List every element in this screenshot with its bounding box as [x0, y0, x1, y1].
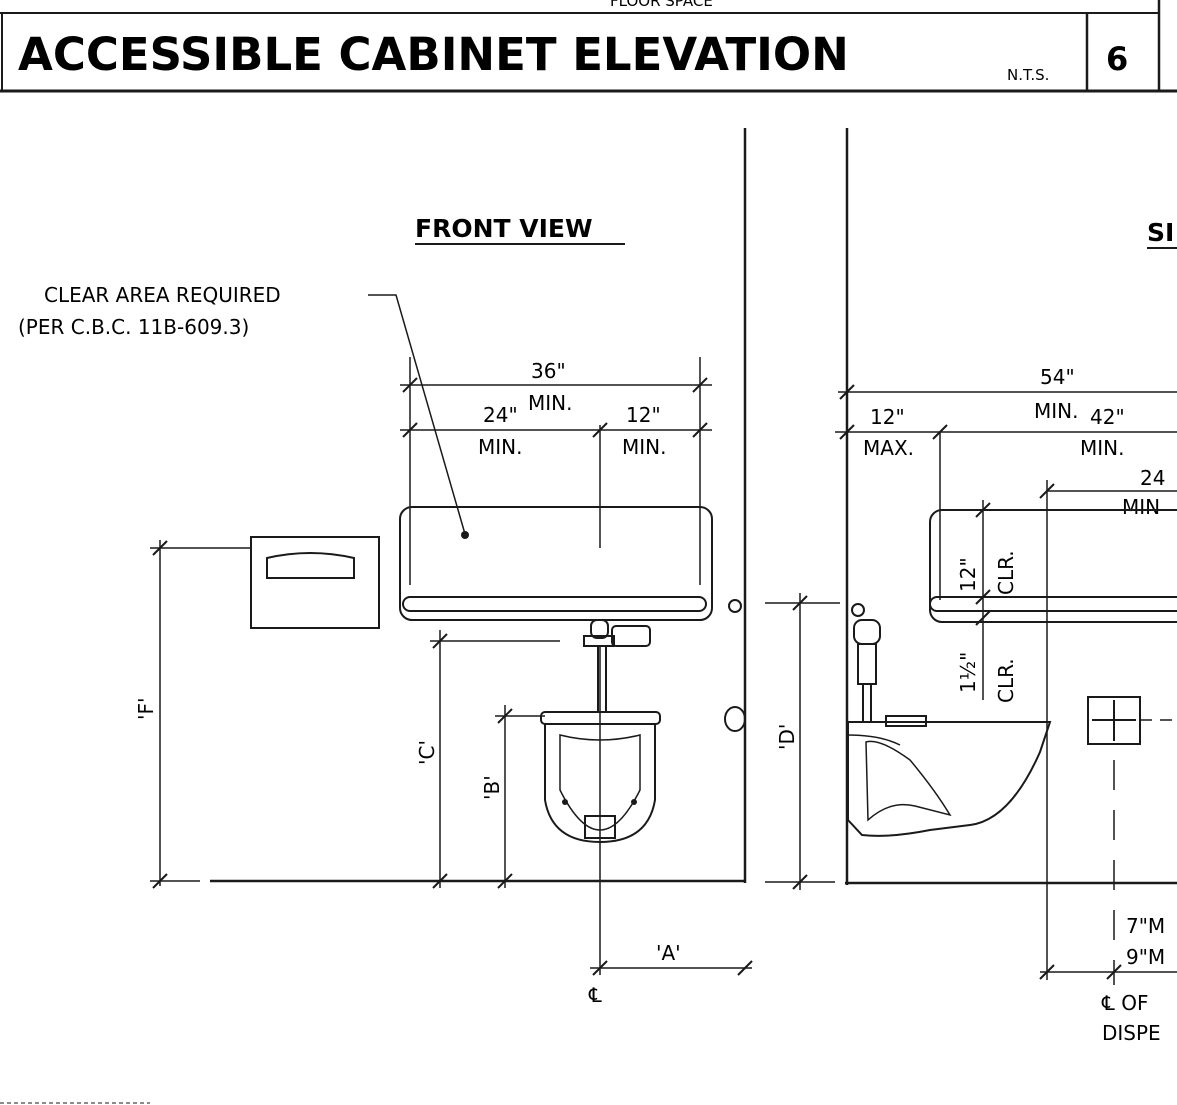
dim-tick — [402, 377, 418, 393]
clr-note-1: CLR. — [994, 550, 1018, 595]
dim-tick — [792, 874, 808, 890]
dim-tick — [975, 502, 991, 518]
label-d: 'D' — [775, 724, 799, 750]
dim-12-note: MIN. — [622, 435, 666, 459]
dim-24-note: MIN. — [478, 435, 522, 459]
dim-36-note: MIN. — [528, 391, 572, 415]
dim-tick — [592, 422, 608, 438]
seat-cover-dispenser — [250, 536, 380, 629]
top-fragment-text: FLOOR SPACE — [610, 0, 713, 10]
dim-tick — [152, 873, 168, 889]
dim-24-text: 24" — [483, 403, 518, 427]
front-view: FRONT VIEW CLEAR AREA REQUIRED (PER C.B.… — [18, 128, 753, 1007]
dim-9-text: 9"M — [1126, 945, 1165, 969]
front-view-heading: FRONT VIEW — [415, 214, 593, 243]
dim-tick — [432, 873, 448, 889]
side-view: SI 'D' 54" MIN. 12" MAX. 42" MIN. 24 MIN — [765, 128, 1177, 1045]
dim-1half-text: 1½" — [956, 652, 980, 693]
side-clear-area-box — [929, 509, 1177, 623]
scale-note: N.T.S. — [1007, 66, 1049, 84]
dim-tick — [692, 377, 708, 393]
dim-tick — [975, 610, 991, 626]
label-f: 'F' — [134, 698, 158, 721]
clear-area-box — [399, 506, 713, 621]
dim-42-text: 42" — [1090, 405, 1125, 429]
dim-tick — [432, 633, 448, 649]
side-view-heading: SI — [1147, 218, 1174, 247]
label-c: 'C' — [415, 740, 439, 765]
dim-tick — [1039, 964, 1055, 980]
drawing-title: ACCESSIBLE CABINET ELEVATION — [18, 28, 849, 81]
side-grab-bar — [929, 596, 1177, 612]
dispe-text: DISPE — [1102, 1021, 1161, 1045]
dim-7-text: 7"M — [1126, 914, 1165, 938]
dim-tick — [152, 540, 168, 556]
dim-tick — [497, 708, 513, 724]
dim-tick — [737, 960, 753, 976]
dim-24-note: MIN — [1122, 495, 1160, 519]
urinal-side — [847, 603, 1052, 837]
callout-line1: CLEAR AREA REQUIRED — [44, 283, 281, 307]
cl-of-text: ℄ OF — [1101, 991, 1148, 1015]
dim-tick — [975, 589, 991, 605]
dim-54-note: MIN. — [1034, 399, 1078, 423]
dim-tick — [1106, 964, 1122, 980]
dim-tick — [839, 424, 855, 440]
dim-12-clr-text: 12" — [956, 557, 980, 592]
callout-line2: (PER C.B.C. 11B-609.3) — [18, 315, 249, 339]
dim-tick — [792, 595, 808, 611]
dim-tick — [839, 384, 855, 400]
dim-24-text: 24 — [1140, 466, 1165, 490]
grab-bar — [402, 596, 707, 612]
dim-36-text: 36" — [531, 359, 566, 383]
dim-12-text: 12" — [626, 403, 661, 427]
dim-12-max-text: 12" — [870, 405, 905, 429]
callout-dot — [461, 531, 469, 539]
dim-tick — [692, 422, 708, 438]
dim-tick — [497, 873, 513, 889]
centerline-symbol: ℄ — [588, 983, 602, 1007]
dim-42-note: MIN. — [1080, 436, 1124, 460]
dim-12-max-note: MAX. — [863, 436, 914, 460]
callout-leader — [368, 294, 466, 535]
flush-sensor — [724, 706, 746, 732]
label-b: 'B' — [480, 775, 504, 800]
dim-tick — [592, 960, 608, 976]
dim-tick — [402, 422, 418, 438]
dim-54-text: 54" — [1040, 365, 1075, 389]
title-block: FLOOR SPACE ACCESSIBLE CABINET ELEVATION… — [0, 0, 1177, 93]
label-a: 'A' — [656, 941, 681, 965]
clr-note-2: CLR. — [994, 658, 1018, 703]
detail-number: 6 — [1106, 40, 1128, 78]
dispenser-slot — [266, 552, 355, 579]
dim-tick — [1039, 483, 1055, 499]
wall-bracket — [728, 599, 742, 613]
